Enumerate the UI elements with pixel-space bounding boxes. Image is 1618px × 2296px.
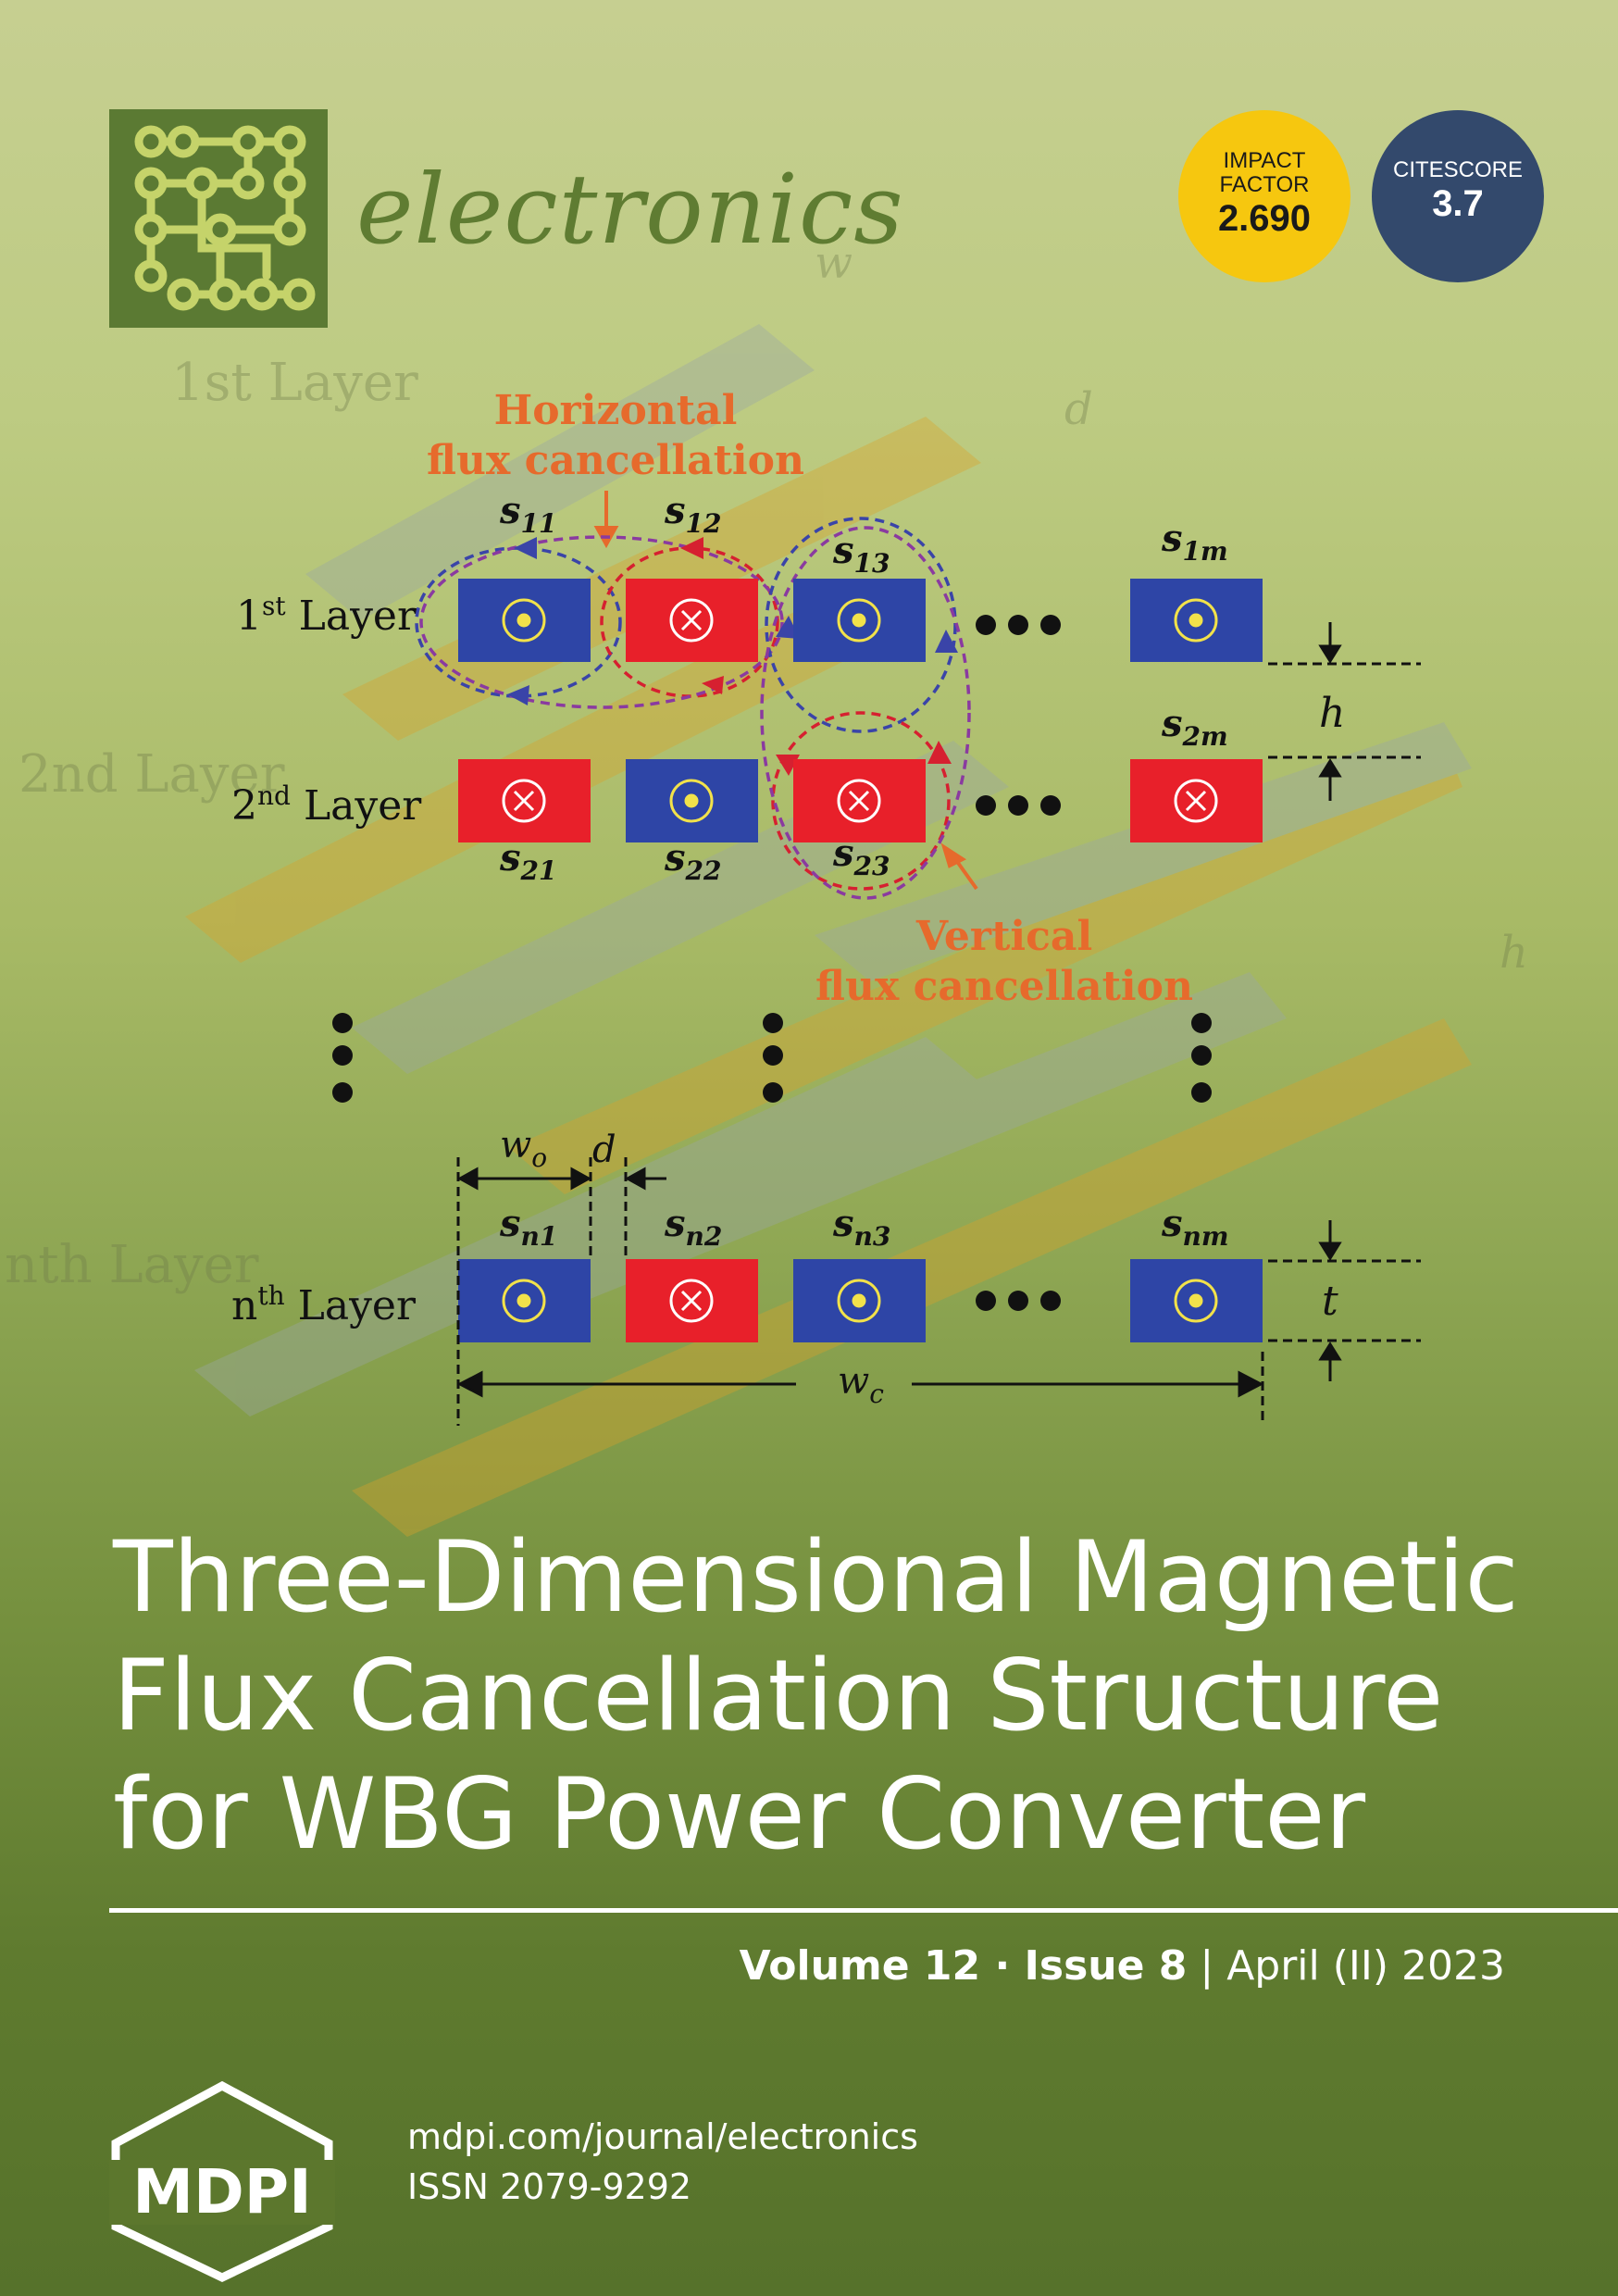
bg-label-layer1: 1st Layer xyxy=(171,353,418,413)
issue-label: Issue 8 xyxy=(1024,1942,1188,1990)
arrowhead-down xyxy=(1318,1242,1342,1261)
label-s1m: s1m xyxy=(1161,517,1228,567)
current-out-icon xyxy=(1174,598,1218,643)
current-in-icon xyxy=(1174,779,1218,823)
label-s23: s23 xyxy=(832,831,890,881)
background-3d-bars xyxy=(185,324,1472,1537)
issn: ISSN 2079-9292 xyxy=(407,2166,692,2207)
arrowhead-up xyxy=(1318,1341,1342,1361)
purple-loop-horizontal xyxy=(419,535,784,709)
bg-label-layern: nth Layer xyxy=(5,1235,259,1295)
impact-factor-label-line1: IMPACT xyxy=(1223,148,1306,173)
dim-label-h: h xyxy=(1319,690,1345,737)
layer-label-1st: 1st Layer xyxy=(236,591,417,640)
label-s2m: s2m xyxy=(1161,702,1228,752)
volume-label: Volume 12 xyxy=(739,1942,981,1990)
issue-date: April (II) 2023 xyxy=(1226,1942,1505,1990)
dim-label-wo: wo xyxy=(500,1124,547,1173)
title-line-3: for WBG Power Converter xyxy=(113,1757,1366,1871)
bg-label-wo: w xyxy=(815,237,853,289)
vertical-annotation-line1: Vertical xyxy=(915,913,1092,960)
impact-factor-value: 2.690 xyxy=(1217,198,1312,239)
cover-figure: 1st Layer 2nd Layer nth Layer h d w Hori… xyxy=(5,237,1528,1537)
label-sn3: sn3 xyxy=(832,1202,890,1252)
loop-arrowhead xyxy=(514,537,537,559)
current-out-icon xyxy=(502,1279,546,1323)
impact-factor-badge: IMPACT FACTOR 2.690 xyxy=(1178,110,1350,282)
title-line-2: Flux Cancellation Structure xyxy=(113,1639,1444,1753)
issue-divider: | xyxy=(1187,1942,1227,1990)
current-in-icon xyxy=(502,779,546,823)
ellipsis-dots xyxy=(332,615,1212,1311)
loop-arrowhead xyxy=(507,685,529,705)
dim-label-t: t xyxy=(1322,1278,1338,1325)
citescore-value: 3.7 xyxy=(1432,183,1484,224)
circuit-icon xyxy=(134,125,316,311)
divider-rule xyxy=(109,1908,1618,1913)
issue-info: Volume 12 · Issue 8 | April (II) 2023 xyxy=(740,1942,1505,1990)
layer-label-2nd: 2nd Layer xyxy=(231,780,422,830)
label-s21: s21 xyxy=(499,836,557,886)
journal-url[interactable]: mdpi.com/journal/electronics xyxy=(407,2116,918,2157)
title-line-1: Three-Dimensional Magnetic xyxy=(113,1520,1519,1634)
current-out-icon xyxy=(669,779,714,823)
journal-logo xyxy=(109,109,328,328)
current-out-icons xyxy=(502,598,1218,1323)
label-s11: s11 xyxy=(499,489,557,539)
label-s13: s13 xyxy=(832,529,890,579)
hexagon-icon xyxy=(111,2080,333,2282)
impact-factor-label-line2: FACTOR xyxy=(1219,172,1310,197)
horizontal-annotation-line2: flux cancellation xyxy=(427,437,804,484)
label-snm: snm xyxy=(1161,1202,1229,1252)
label-s12: s12 xyxy=(664,489,722,539)
bg-label-h: h xyxy=(1500,927,1528,979)
loop-arrowhead xyxy=(702,676,724,694)
current-out-icon xyxy=(837,1279,881,1323)
volume-issue-separator: · xyxy=(980,1942,1025,1990)
vertical-annotation-line2: flux cancellation xyxy=(815,963,1193,1010)
journal-name: electronics xyxy=(356,153,904,266)
current-in-icon xyxy=(837,779,881,823)
loop-arrowhead xyxy=(680,537,703,559)
bg-label-d: d xyxy=(1064,383,1093,435)
mdpi-logo-text: MDPI xyxy=(132,2156,311,2227)
citescore-badge: CITESCORE 3.7 xyxy=(1372,110,1544,282)
current-out-icon xyxy=(837,598,881,643)
current-in-icon xyxy=(669,598,714,643)
label-sn1: sn1 xyxy=(499,1202,557,1252)
dim-label-wc: wc xyxy=(838,1360,884,1409)
current-in-icon xyxy=(669,1279,714,1323)
arrowhead-up xyxy=(1318,758,1342,778)
bg-label-layer2: 2nd Layer xyxy=(19,744,285,805)
current-in-icons xyxy=(502,598,1218,1323)
current-out-icon xyxy=(1174,1279,1218,1323)
vertical-annotation-arrowhead xyxy=(940,842,967,868)
label-sn2: sn2 xyxy=(664,1202,722,1252)
current-out-icon xyxy=(502,598,546,643)
label-s22: s22 xyxy=(664,836,722,886)
dim-label-d: d xyxy=(592,1129,616,1171)
purple-loop-vertical xyxy=(760,526,971,900)
article-title: Three-Dimensional Magnetic Flux Cancella… xyxy=(113,1518,1557,1874)
horizontal-annotation-line1: Horizontal xyxy=(494,387,738,434)
loop-arrowhead xyxy=(935,630,958,653)
background-labels: 1st Layer 2nd Layer nth Layer h d w xyxy=(5,237,1528,1295)
red-loop-s23 xyxy=(771,711,951,891)
arrowhead-down xyxy=(1318,644,1342,664)
citescore-label: CITESCORE xyxy=(1392,157,1523,182)
loop-arrowhead xyxy=(927,741,952,764)
mdpi-logo: MDPI xyxy=(109,2080,335,2282)
layer-label-nth: nth Layer xyxy=(231,1280,417,1329)
